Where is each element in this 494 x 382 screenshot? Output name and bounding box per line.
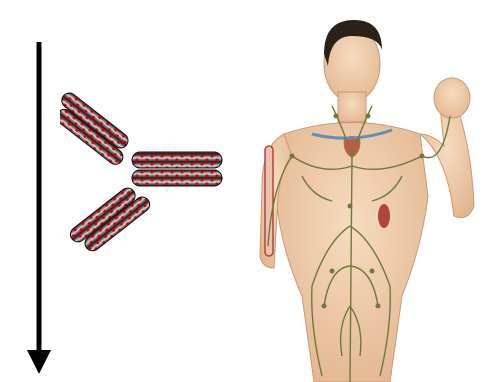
spleen (378, 204, 390, 228)
arrow-head (27, 350, 51, 374)
antibody-lower-arm (67, 181, 152, 257)
body-silhouette (260, 26, 474, 382)
antibody-upper-arm (60, 90, 136, 167)
antibody-stem (132, 152, 222, 186)
antibody-y-shape-icon (60, 82, 230, 267)
human-lymphatic-system-illustration (232, 6, 490, 382)
